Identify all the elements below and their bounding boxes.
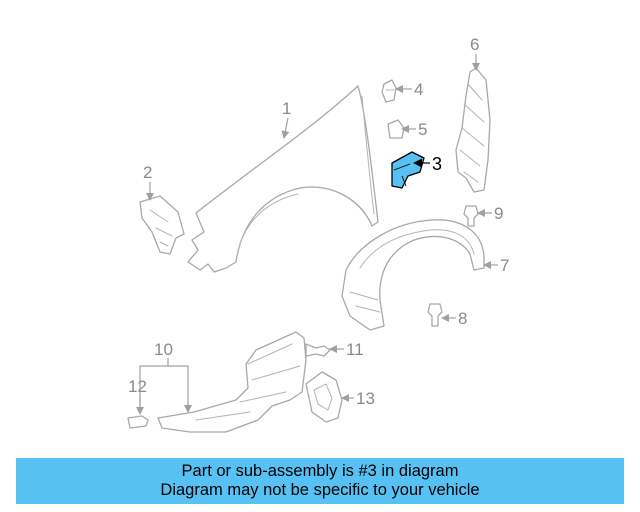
banner-line-disclaimer: Diagram may not be specific to your vehi… [160, 481, 480, 499]
callout-4: 4 [414, 80, 423, 99]
callout-8: 8 [458, 309, 467, 328]
fender-part[interactable] [187, 85, 379, 273]
callout-9: 9 [494, 204, 503, 223]
callout-10: 10 [154, 340, 173, 359]
callout-13: 13 [356, 389, 375, 408]
banner-line-part-reference: Part or sub-assembly is #3 in diagram [181, 462, 459, 480]
clip-part-4[interactable] [381, 79, 397, 103]
leader-lines [136, 54, 498, 415]
highlighted-bracket-part-3[interactable] [391, 151, 425, 189]
seal-panel-part-6[interactable] [455, 67, 491, 193]
clip-part-5[interactable] [387, 119, 405, 139]
callout-6: 6 [470, 35, 479, 54]
screw-part-11[interactable] [305, 343, 331, 357]
bracket-part-2[interactable] [139, 195, 185, 255]
callout-7: 7 [500, 256, 509, 275]
splash-shield-part-10[interactable] [157, 331, 307, 433]
callout-3: 3 [432, 154, 442, 174]
fender-liner-part-7[interactable] [341, 219, 485, 331]
cover-part-13[interactable] [305, 371, 343, 423]
bolt-part-8[interactable] [427, 303, 443, 327]
callout-12: 12 [128, 377, 147, 396]
callout-1: 1 [282, 99, 291, 118]
bolt-part-9[interactable] [463, 205, 479, 227]
callout-2: 2 [143, 163, 152, 182]
nut-part-12[interactable] [127, 415, 149, 429]
callout-numbers: 1 2 3 4 5 6 7 8 9 10 11 12 13 [128, 35, 509, 408]
diagram-notice-banner: Part or sub-assembly is #3 in diagram Di… [16, 458, 624, 504]
callout-5: 5 [418, 120, 427, 139]
callout-11: 11 [346, 340, 364, 359]
